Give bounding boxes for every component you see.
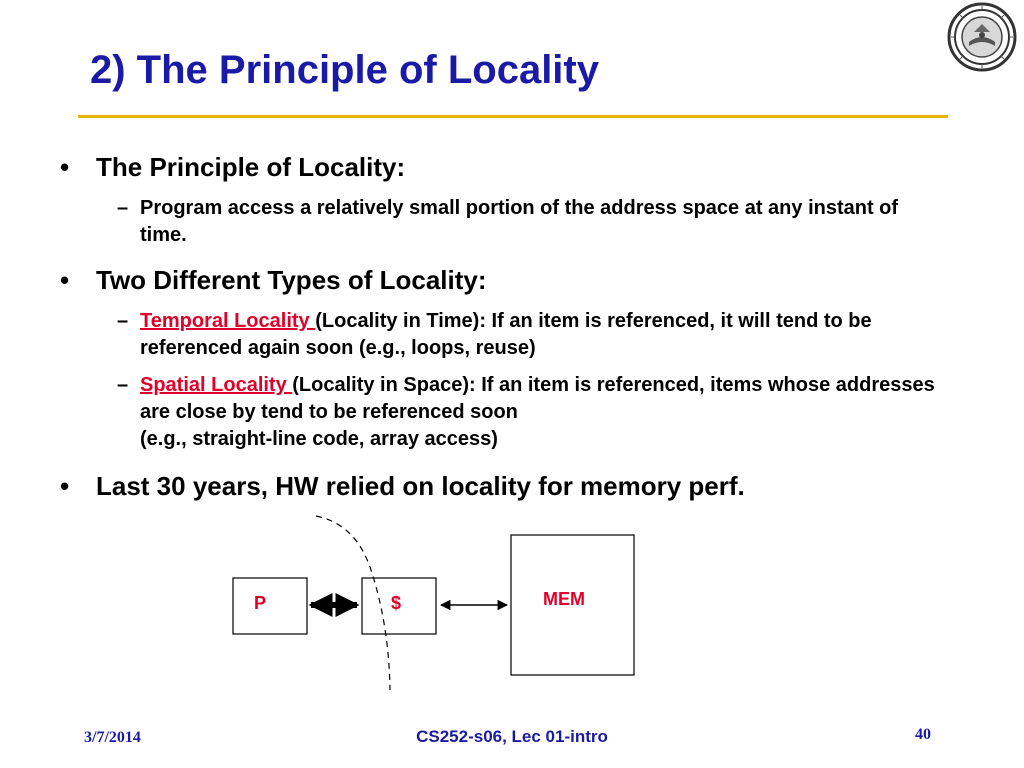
bullet-principle: • The Principle of Locality: (60, 151, 960, 183)
cache-label: $ (391, 593, 402, 613)
bullet-text: The Principle of Locality: (96, 152, 406, 182)
temporal-locality-description: (Locality in Time): If an item is refere… (140, 310, 872, 359)
slide-title: 2) The Principle of Locality (90, 48, 599, 92)
bullet-dot: • (60, 471, 70, 501)
cache-box (361, 577, 437, 635)
memory-box (510, 534, 635, 676)
spatial-locality-examples: (e.g., straight-line code, array access) (140, 428, 498, 450)
locality-boundary-curve (315, 515, 391, 691)
sub-bullet-text: Spatial Locality (Locality in Space): If… (140, 372, 947, 453)
sub-bullet-temporal: – Temporal Locality (Locality in Time): … (117, 308, 947, 362)
footer-page-number: 40 (915, 726, 931, 743)
sub-bullet-text: Program access a relatively small portio… (140, 197, 899, 246)
bullet-text: Last 30 years, HW relied on locality for… (96, 471, 745, 501)
bullet-types: • Two Different Types of Locality: (60, 264, 960, 296)
processor-box (232, 577, 308, 635)
bullet-dot: • (60, 152, 70, 182)
title-divider (78, 115, 948, 118)
spatial-locality-description: (Locality in Space): If an item is refer… (140, 374, 935, 423)
temporal-locality-term: Temporal Locality (140, 310, 316, 332)
bullet-text: Two Different Types of Locality: (96, 265, 487, 295)
footer-course: CS252-s06, Lec 01-intro (416, 727, 608, 746)
footer-date: 3/7/2014 (84, 729, 141, 746)
dash-marker: – (117, 197, 129, 219)
dash-marker: – (117, 310, 129, 332)
memory-label: MEM (543, 589, 585, 609)
university-seal-icon (947, 2, 1017, 72)
dash-marker: – (117, 374, 129, 396)
processor-label: P (254, 593, 267, 613)
sub-bullet-text: Temporal Locality (Locality in Time): If… (140, 308, 947, 362)
spatial-locality-term: Spatial Locality (140, 374, 293, 396)
sub-bullet-program-access: – Program access a relatively small port… (117, 195, 947, 249)
sub-bullet-spatial: – Spatial Locality (Locality in Space): … (117, 372, 947, 453)
bullet-last-30-years: • Last 30 years, HW relied on locality f… (60, 470, 980, 502)
bullet-dot: • (60, 265, 70, 295)
